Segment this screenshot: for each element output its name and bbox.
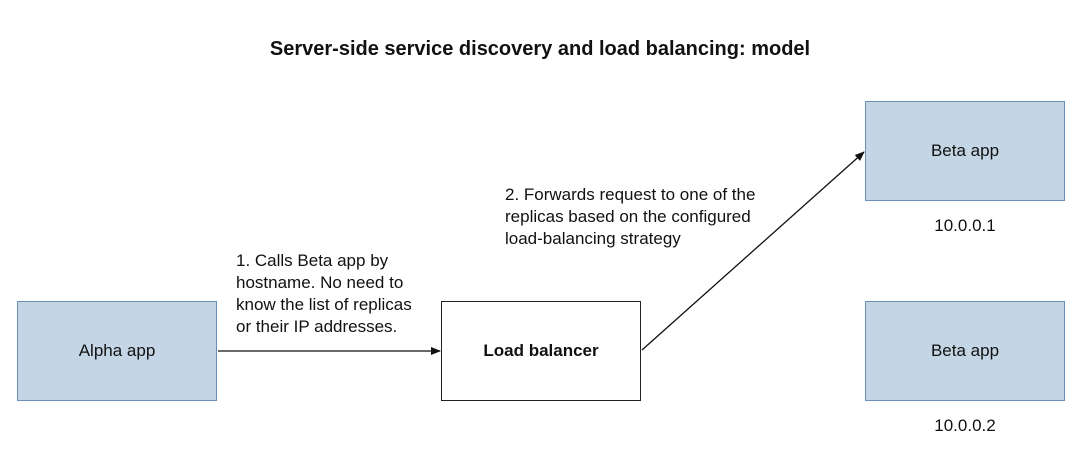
alpha-app-node: Alpha app (17, 301, 217, 401)
diagram-title: Server-side service discovery and load b… (269, 38, 811, 60)
beta-1-ip-label: 10.0.0.1 (934, 216, 996, 235)
load-balancer-node: Load balancer (441, 301, 641, 401)
arrow-load-balancer-to-beta (641, 151, 865, 351)
step-1-annotation: 1. Calls Beta app by hostname. No need t… (236, 251, 412, 336)
beta-app-node-1: Beta app (865, 101, 1065, 201)
step-2-annotation: 2. Forwards request to one of the replic… (505, 185, 756, 248)
beta-2-ip-label: 10.0.0.2 (934, 416, 996, 435)
beta-app-node-2: Beta app (865, 301, 1065, 401)
